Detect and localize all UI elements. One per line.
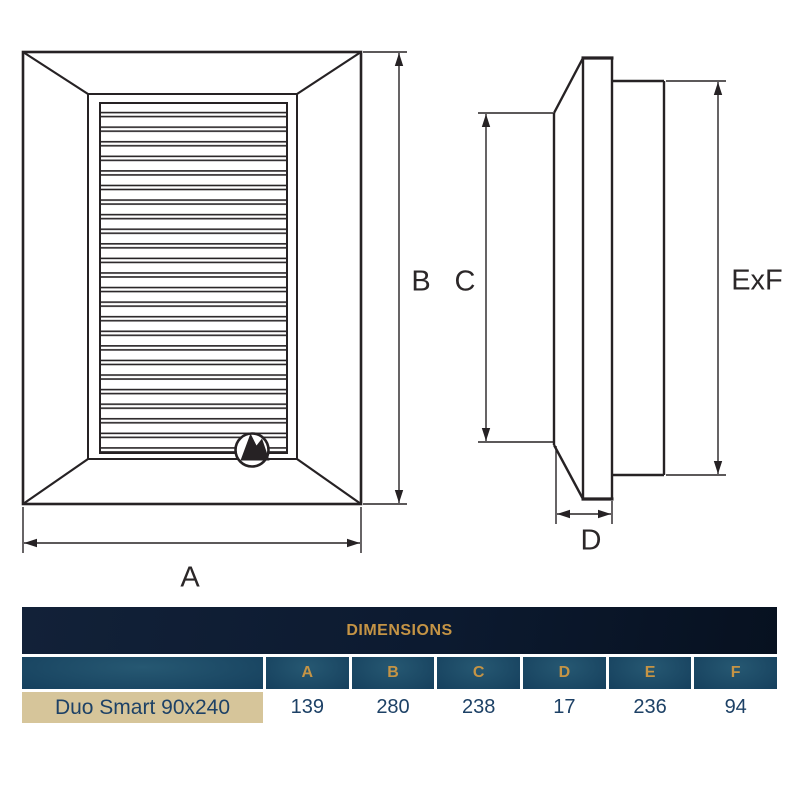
column-header-product [22, 657, 263, 689]
dim-label-b: B [411, 265, 431, 298]
value-cell-f: 94 [694, 692, 778, 723]
table-row: Duo Smart 90x240 139 280 238 17 236 94 [22, 692, 778, 723]
front-outer-frame [21, 50, 363, 506]
column-header-f: F [694, 657, 778, 689]
dim-label-a: A [180, 561, 200, 594]
arrowhead-b-bottom [394, 490, 404, 503]
table-title: DIMENSIONS [346, 621, 453, 639]
arrowhead-exf-bottom [713, 461, 723, 474]
logo-mountain-shape [240, 433, 270, 461]
dimension-lines [22, 51, 726, 553]
dim-label-exf: ExF [731, 264, 783, 297]
arrowhead-d-right [598, 509, 611, 519]
value-cell-b: 280 [351, 692, 435, 723]
value-cell-e: 236 [608, 692, 692, 723]
bezel-bottom-slant [552, 444, 585, 500]
column-header-e: E [608, 657, 692, 689]
table-column-header-row: A B C D E F [22, 657, 778, 689]
value-cell-a: 139 [266, 692, 349, 723]
technical-drawing: A B C ExF D [21, 50, 783, 594]
column-header-b: B [351, 657, 435, 689]
column-header-c: C [437, 657, 521, 689]
bevel-top-left [22, 51, 89, 95]
arrowhead-exf-top [713, 82, 723, 95]
bevel-top-right [296, 51, 362, 95]
arrowhead-d-left [557, 509, 570, 519]
arrowhead-c-top [481, 114, 491, 127]
brand-logo-icon [234, 432, 270, 468]
dim-label-d: D [580, 524, 602, 557]
arrowhead-b-top [394, 53, 404, 66]
dim-label-c: C [454, 265, 476, 298]
arrowhead-a-left [24, 538, 37, 548]
bevel-bottom-left [22, 458, 89, 505]
drawing-canvas [21, 50, 726, 553]
front-inner-frame [87, 93, 298, 460]
dimension-arrowheads [24, 53, 723, 548]
value-cell-d: 17 [523, 692, 606, 723]
column-header-a: A [266, 657, 349, 689]
dimensions-table: DIMENSIONS A B C D E F Duo Smart 90x240 … [22, 607, 778, 723]
table-title-row: DIMENSIONS [22, 607, 777, 654]
front-view-outline [21, 50, 363, 506]
side-view-profile [552, 56, 666, 501]
arrowhead-a-right [347, 538, 360, 548]
bevel-bottom-right [296, 458, 362, 505]
arrowhead-c-bottom [481, 428, 491, 441]
bezel-top-slant [552, 57, 585, 114]
column-header-d: D [523, 657, 606, 689]
louver-grille [99, 102, 288, 454]
value-cell-c: 238 [437, 692, 521, 723]
product-name-cell: Duo Smart 90x240 [22, 692, 263, 723]
